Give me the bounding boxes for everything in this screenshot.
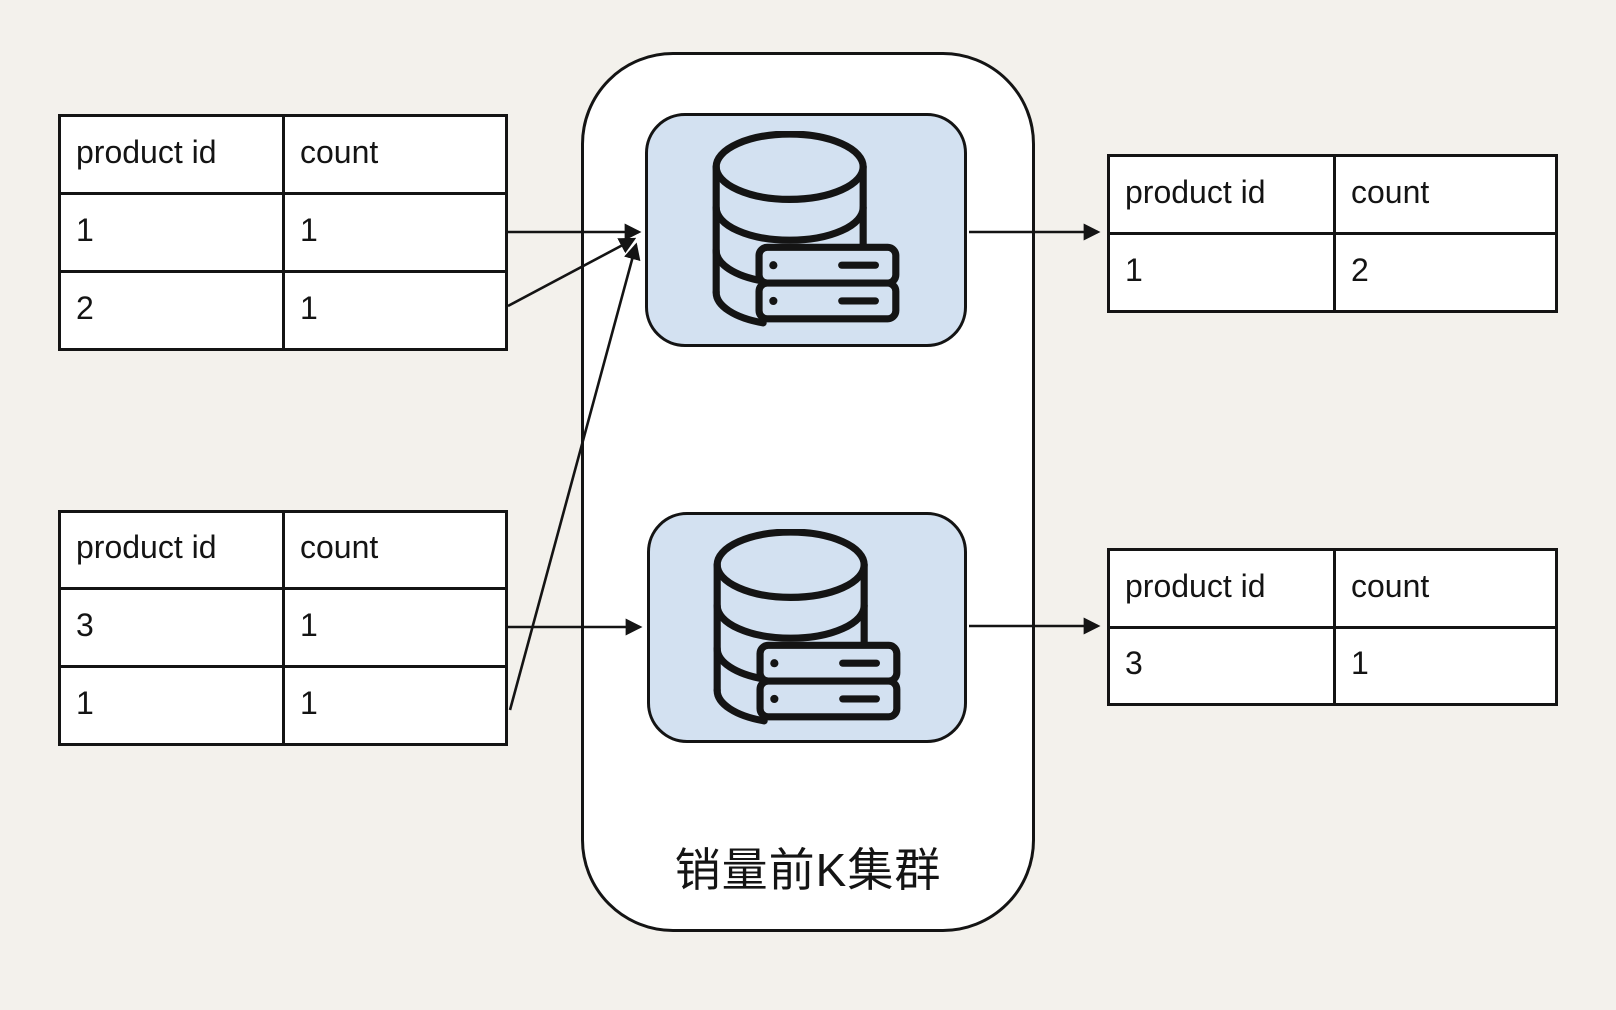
database-node-top xyxy=(645,113,967,347)
table-header-row: product id count xyxy=(58,510,508,590)
input-table-bottom: product id count 3 1 1 1 xyxy=(58,510,508,746)
table-row: 3 1 xyxy=(1107,626,1558,706)
cell-count: 1 xyxy=(282,665,508,746)
table-row: 1 1 xyxy=(58,665,508,746)
header-product-id: product id xyxy=(58,510,285,590)
database-node-bottom xyxy=(647,512,967,743)
cell-count: 2 xyxy=(1333,232,1558,313)
header-product-id: product id xyxy=(58,114,285,195)
header-count: count xyxy=(1333,154,1558,235)
input-table-top: product id count 1 1 2 1 xyxy=(58,114,508,351)
cluster-label: 销量前K集群 xyxy=(674,844,942,896)
cell-product-id: 1 xyxy=(58,192,285,273)
cell-count: 1 xyxy=(282,192,508,273)
cell-count: 1 xyxy=(282,270,508,351)
table-header-row: product id count xyxy=(1107,548,1558,629)
cell-count: 1 xyxy=(1333,626,1558,706)
table-row: 2 1 xyxy=(58,270,508,351)
output-table-top: product id count 1 2 xyxy=(1107,154,1558,313)
header-count: count xyxy=(1333,548,1558,629)
database-server-icon xyxy=(712,131,900,327)
table-header-row: product id count xyxy=(58,114,508,195)
table-row: 1 2 xyxy=(1107,232,1558,313)
table-row: 1 1 xyxy=(58,192,508,273)
header-count: count xyxy=(282,114,508,195)
cell-product-id: 2 xyxy=(58,270,285,351)
header-product-id: product id xyxy=(1107,548,1336,629)
header-product-id: product id xyxy=(1107,154,1336,235)
cell-count: 1 xyxy=(282,587,508,668)
output-table-bottom: product id count 3 1 xyxy=(1107,548,1558,706)
header-count: count xyxy=(282,510,508,590)
table-header-row: product id count xyxy=(1107,154,1558,235)
cell-product-id: 3 xyxy=(1107,626,1336,706)
database-server-icon xyxy=(713,528,901,724)
table-row: 3 1 xyxy=(58,587,508,668)
cell-product-id: 1 xyxy=(58,665,285,746)
cell-product-id: 3 xyxy=(58,587,285,668)
cell-product-id: 1 xyxy=(1107,232,1336,313)
